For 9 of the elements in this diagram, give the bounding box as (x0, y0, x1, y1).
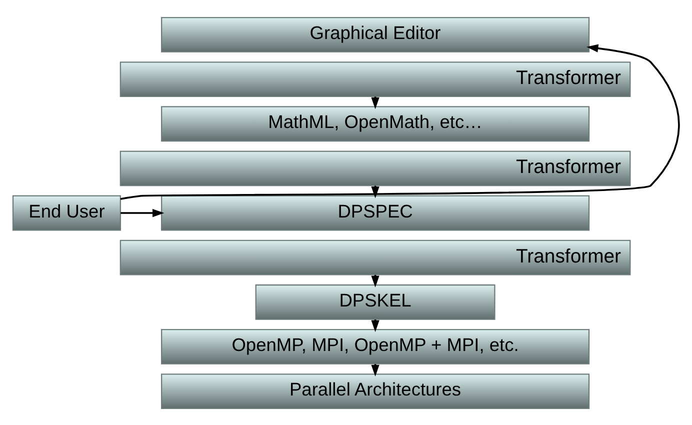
node-box: Transformer (120, 61, 631, 96)
node-box: DPSPEC (161, 194, 590, 230)
node-box: Graphical Editor (161, 16, 590, 52)
node-box: OpenMP, MPI, OpenMP + MPI, etc. (161, 328, 590, 364)
arrow (120, 208, 164, 217)
node-box: Parallel Architectures (161, 373, 590, 408)
node-box: End User (12, 194, 121, 230)
node-box: MathML, OpenMath, etc… (161, 106, 590, 142)
arrow (120, 44, 680, 200)
